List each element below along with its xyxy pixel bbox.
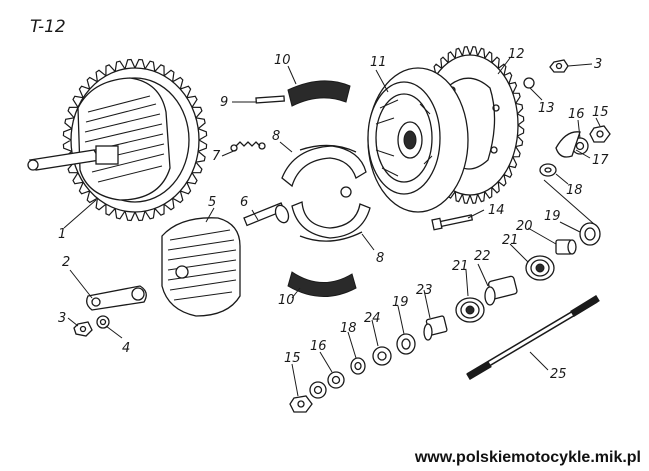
callout-25: 25 — [550, 367, 567, 382]
callout-13: 13 — [538, 101, 555, 116]
callout-21-lower: 21 — [452, 259, 469, 274]
callout-5: 5 — [208, 195, 216, 210]
spacer-23 — [423, 315, 448, 341]
washer-4 — [96, 315, 110, 329]
leader-lines — [63, 57, 601, 397]
brake-lining-upper — [287, 80, 351, 107]
callout-16-lower: 16 — [310, 339, 327, 354]
spacer-18-upper — [539, 163, 557, 177]
callout-8-lower: 8 — [376, 251, 384, 266]
brake-drum-hub — [367, 67, 469, 213]
callout-19-upper: 19 — [544, 209, 561, 224]
bearing-21-lower — [455, 297, 485, 323]
figure-title: T-12 — [30, 17, 66, 37]
brake-shoes — [281, 144, 371, 242]
callout-20: 20 — [516, 219, 533, 234]
callout-12: 12 — [508, 47, 525, 62]
spacer-18-lower — [350, 357, 366, 375]
axle-25 — [466, 295, 600, 381]
seal-19-lower — [396, 333, 416, 355]
lock-plate-17 — [555, 131, 581, 158]
washer-24 — [372, 346, 392, 366]
callout-24: 24 — [364, 311, 381, 326]
callout-14: 14 — [488, 203, 505, 218]
nut-15-upper — [589, 125, 611, 143]
callout-19-lower: 19 — [392, 295, 409, 310]
callout-1: 1 — [58, 227, 66, 242]
spacer-20 — [555, 239, 577, 255]
brake-arm — [86, 285, 147, 311]
callout-6: 6 — [240, 195, 248, 210]
callout-3-left: 3 — [58, 311, 66, 326]
seal-19-upper — [579, 222, 601, 246]
callout-23: 23 — [416, 283, 433, 298]
callout-3-right: 3 — [594, 57, 602, 72]
callout-4: 4 — [122, 341, 130, 356]
brake-lining-lower — [287, 271, 357, 297]
callouts: 1 2 3 3 4 5 6 7 8 8 9 10 10 11 12 13 14 … — [58, 47, 609, 382]
hub-assembly-left — [27, 58, 208, 222]
callout-15-upper: 15 — [592, 105, 609, 120]
callout-22: 22 — [474, 249, 491, 264]
callout-11: 11 — [370, 55, 387, 70]
brake-cam-shaft — [243, 202, 290, 227]
callout-21-upper: 21 — [502, 233, 519, 248]
washer-13 — [523, 77, 535, 89]
nut-15-lower — [289, 395, 313, 413]
callout-16-upper: 16 — [568, 107, 585, 122]
callout-7: 7 — [212, 149, 221, 164]
callout-17: 17 — [592, 153, 609, 168]
bolt-14 — [431, 214, 474, 231]
callout-8-upper: 8 — [272, 129, 280, 144]
distance-tube-22 — [484, 275, 518, 306]
pin-9 — [255, 95, 285, 104]
callout-2: 2 — [62, 255, 70, 270]
callout-18-upper: 18 — [566, 183, 583, 198]
spring-7 — [230, 141, 266, 152]
washer-extra — [309, 381, 327, 399]
finned-cover-plate — [161, 217, 241, 317]
nut-3-left — [73, 321, 93, 337]
callout-10-lower: 10 — [278, 293, 295, 308]
nut-3-right — [549, 59, 569, 73]
callout-15-lower: 15 — [284, 351, 301, 366]
watermark-url: www.polskiemotocykle.mik.pl — [414, 449, 641, 466]
callout-10-upper: 10 — [274, 53, 291, 68]
washer-16-lower — [327, 371, 345, 389]
callout-18-lower: 18 — [340, 321, 357, 336]
bearing-21-upper — [525, 255, 555, 281]
callout-9: 9 — [220, 95, 228, 110]
